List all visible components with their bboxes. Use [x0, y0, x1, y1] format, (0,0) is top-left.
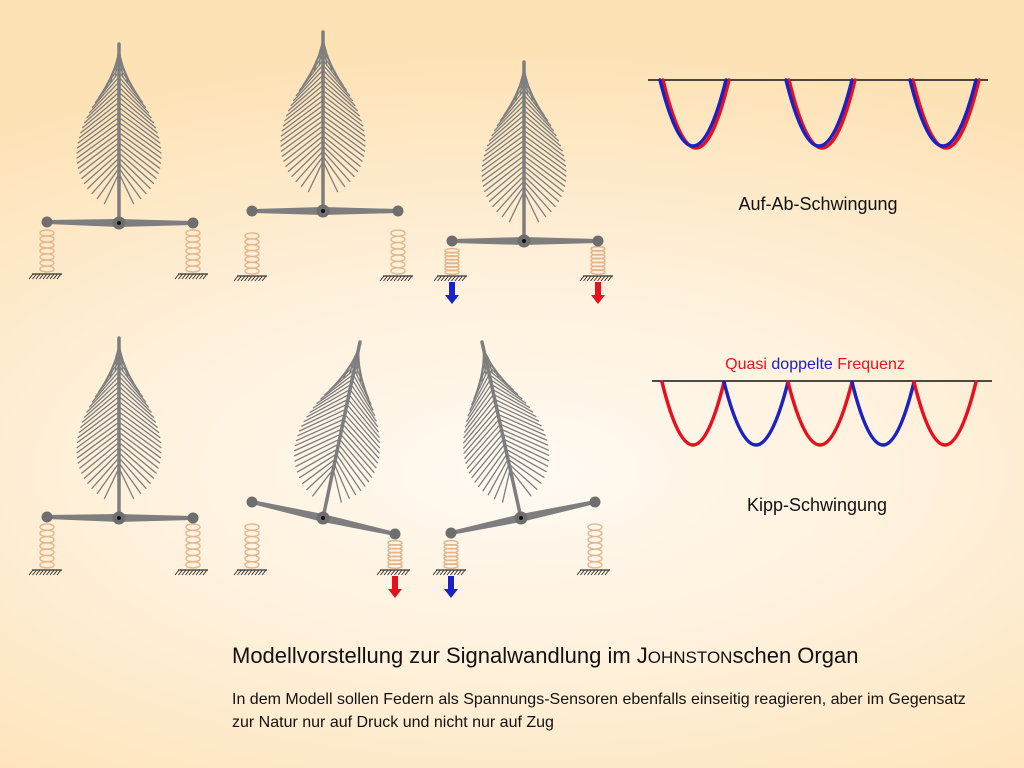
title-text-after: schen Organ — [732, 643, 859, 668]
wave-blue — [784, 78, 854, 148]
pivot-icon — [517, 234, 531, 248]
feather-icon — [280, 30, 366, 213]
spring-icon — [39, 523, 55, 569]
arrow-down-icon — [591, 282, 605, 304]
ground-hatch — [233, 275, 267, 282]
arrow-down-icon — [388, 576, 402, 598]
wave-red — [661, 78, 731, 150]
joint-left — [41, 511, 53, 523]
wave-red — [786, 380, 854, 447]
frequency-label-part2: doppelte — [771, 356, 833, 373]
wave-diagrams — [648, 78, 992, 447]
joint-left — [246, 205, 258, 217]
wave-red — [787, 78, 857, 150]
ground-hatch — [174, 273, 208, 280]
spring-icon — [244, 523, 260, 569]
joint-right — [392, 205, 404, 217]
arrow-down-icon — [445, 282, 459, 304]
ground-hatch — [379, 275, 413, 282]
joint-right — [187, 217, 199, 229]
wave-blue — [722, 380, 790, 447]
feather-model — [28, 42, 208, 280]
pivot-icon — [316, 511, 330, 525]
auf-ab-wave — [648, 78, 988, 150]
ground-hatch — [576, 569, 610, 576]
joint-right — [592, 235, 604, 247]
ground-hatch — [376, 569, 410, 576]
feather-model — [433, 60, 613, 304]
spring-icon — [587, 523, 603, 569]
feather-model — [28, 336, 208, 576]
slide-description: In dem Modell sollen Federn als Spannung… — [232, 691, 966, 731]
joint-right — [389, 528, 401, 540]
pivot-icon — [316, 204, 330, 218]
feather-models — [28, 30, 613, 598]
feather-icon — [76, 336, 162, 520]
spring-icon — [443, 540, 459, 569]
ground-hatch — [433, 275, 467, 282]
ground-hatch — [28, 569, 62, 576]
spring-icon — [185, 523, 201, 569]
spring-icon — [185, 229, 201, 273]
slide-title: Modellvorstellung zur Signalwandlung im … — [232, 643, 858, 669]
feather-icon — [76, 42, 162, 225]
feather-icon — [293, 340, 381, 520]
feather-model — [233, 30, 413, 282]
ground-hatch — [174, 569, 208, 576]
feather-model — [233, 340, 410, 598]
wave-red — [911, 78, 981, 150]
wave-red — [660, 380, 726, 447]
joint-left — [246, 496, 258, 508]
kipp-schwingung-caption: Kipp-Schwingung — [746, 495, 888, 515]
feather-model — [432, 340, 610, 598]
title-smallcaps: OHNSTON — [647, 648, 733, 667]
ground-hatch — [28, 273, 62, 280]
joint-left — [41, 216, 53, 228]
spring-icon — [444, 247, 460, 276]
spring-icon — [244, 232, 260, 275]
spring-icon — [390, 229, 406, 275]
feather-icon — [481, 60, 567, 243]
frequency-label-part3: Frequenz — [837, 356, 905, 373]
spring-icon — [39, 229, 55, 273]
title-text-before: Modellvorstellung zur Signalwandlung im … — [232, 643, 648, 668]
frequency-label-part1: Quasi — [725, 356, 767, 373]
ground-hatch — [432, 569, 466, 576]
feather-icon — [463, 340, 550, 520]
pivot-icon — [112, 511, 126, 525]
kipp-wave — [652, 380, 992, 447]
wave-blue — [658, 78, 728, 148]
ground-hatch — [579, 275, 613, 282]
joint-right — [589, 496, 601, 508]
pivot-icon — [112, 216, 126, 230]
frequency-label: Quasi doppelte Frequenz — [725, 356, 905, 374]
pivot-icon — [514, 511, 528, 525]
joint-left — [446, 235, 458, 247]
wave-red — [912, 380, 978, 447]
auf-ab-schwingung-caption: Auf-Ab-Schwingung — [738, 194, 898, 214]
ground-hatch — [233, 569, 267, 576]
spring-icon — [387, 540, 403, 569]
wave-blue — [850, 380, 916, 447]
wave-blue — [908, 78, 978, 148]
joint-right — [187, 512, 199, 524]
joint-left — [445, 527, 457, 539]
spring-icon — [590, 246, 606, 275]
arrow-down-icon — [444, 576, 458, 598]
